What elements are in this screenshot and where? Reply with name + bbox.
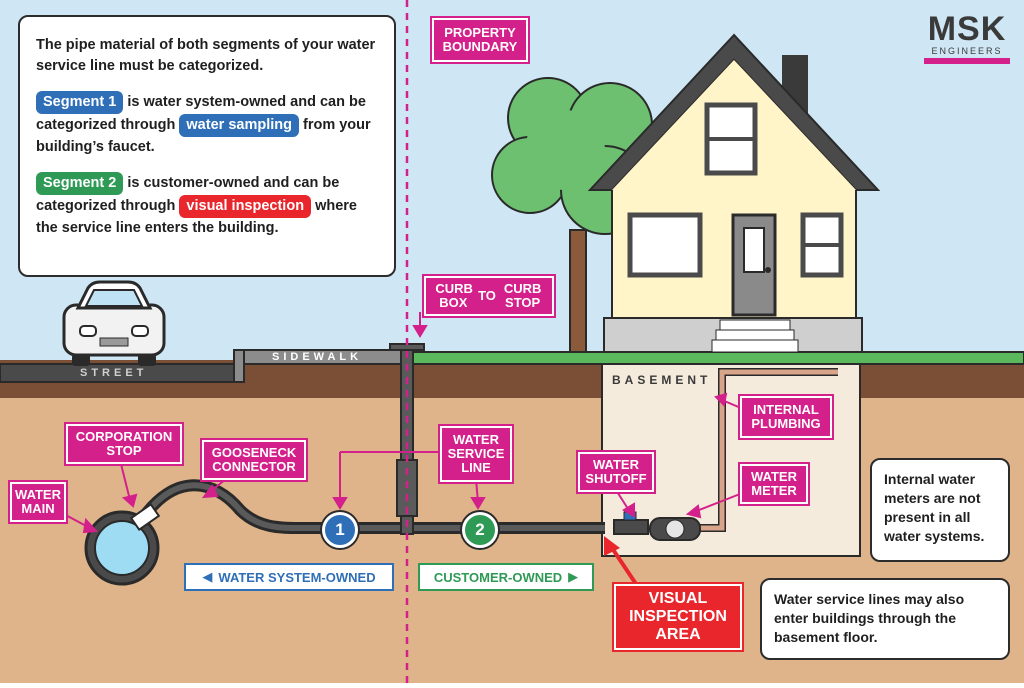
curb-stop-text: CURB STOP [503,281,542,310]
segment-2-text-b: where the service line enters the buildi… [36,198,357,236]
info-segment-2: Segment 2 is customer-owned and can be c… [36,172,378,239]
water-shutoff-label: WATER SHUTOFF [578,452,654,492]
customer-owned-text: CUSTOMER-OWNED [433,569,563,585]
water-sampling-pill: water sampling [179,114,299,137]
segment-1-pill: Segment 1 [36,91,124,114]
leader-lines [59,312,756,534]
segment-1-text-b: from your building’s faucet. [36,117,371,155]
to-text: TO [478,288,496,303]
segment-2-text-a: is customer-owned and can be categorized… [36,175,340,214]
street-label: STREET [80,367,148,379]
visual-inspection-area-label: VISUAL INSPECTION AREA [614,584,742,650]
brand-logo: MSK ENGINEERS [924,12,1010,64]
curb-box-text: CURB BOX [435,281,473,310]
internal-plumbing-label: INTERNAL PLUMBING [740,396,832,438]
property-boundary-label: PROPERTY BOUNDARY [432,18,528,62]
water-main-label: WATER MAIN [10,482,66,522]
grass [409,351,1024,365]
segment-1-text-a: is water system-owned and can be categor… [36,94,366,133]
arrow-left-icon: ◀ [202,569,213,584]
curb-box-to-curb-stop-label: CURB BOX TO CURB STOP [424,276,554,316]
meters-note: Internal water meters are not present in… [870,458,1010,562]
floor-note: Water service lines may also enter build… [760,578,1010,660]
tree-trunk [569,229,587,353]
water-meter-label: WATER METER [740,464,808,504]
brand-sub: ENGINEERS [924,46,1010,64]
info-intro: The pipe material of both segments of yo… [36,37,376,74]
info-card: The pipe material of both segments of yo… [18,15,396,277]
arrow-right-icon: ▶ [568,569,579,584]
water-system-owned-label: ◀ WATER SYSTEM-OWNED [184,563,394,591]
car [62,280,166,366]
customer-owned-label: CUSTOMER-OWNED ▶ [418,563,594,591]
corporation-stop-valve [129,502,161,532]
visual-inspection-pill: visual inspection [179,195,312,218]
sidewalk-label: SIDEWALK [272,351,363,363]
info-segment-1: Segment 1 is water system-owned and can … [36,91,378,158]
segment-2-marker: 2 [462,512,498,548]
gooseneck-connector-label: GOOSENECK CONNECTOR [202,440,306,480]
water-shutoff-valve [613,519,649,535]
segment-1-marker: 1 [322,512,358,548]
segment-2-pill: Segment 2 [36,172,124,195]
brand-name: MSK [927,10,1007,48]
house [587,33,881,353]
curb [233,349,245,383]
water-service-line-label: WATER SERVICE LINE [440,426,512,482]
inspection-arrow [608,543,642,592]
corporation-stop-label: CORPORATION STOP [66,424,182,464]
water-system-owned-text: WATER SYSTEM-OWNED [218,569,376,585]
basement-label: BASEMENT [612,373,712,387]
